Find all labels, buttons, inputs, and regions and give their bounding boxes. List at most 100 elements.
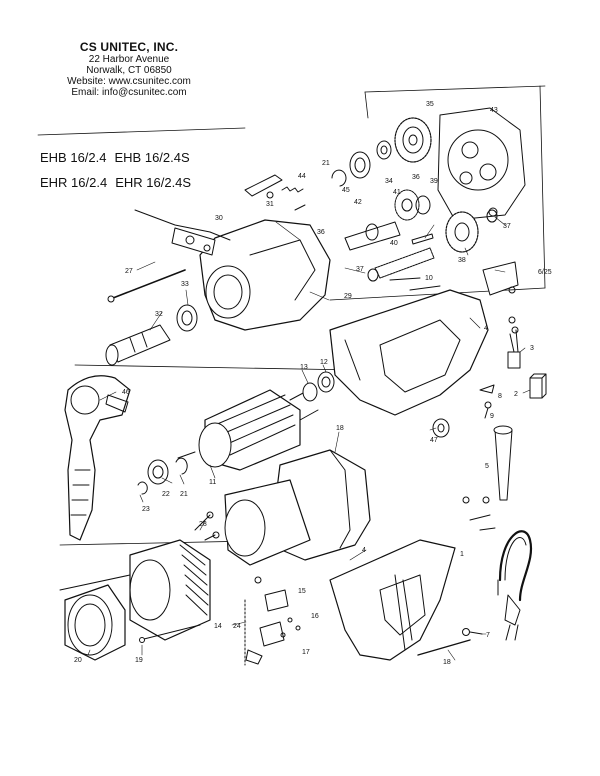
screw-7: [462, 628, 483, 636]
label-8: 8: [498, 393, 502, 400]
power-cord-1: [462, 496, 533, 641]
bearing-33: [176, 304, 198, 332]
label-23: 23: [142, 506, 150, 513]
label-2: 2: [514, 391, 518, 398]
label-31: 31: [266, 201, 274, 208]
label-7: 7: [486, 632, 490, 639]
company-name: CS UNITEC, INC.: [79, 40, 179, 54]
bearing-45: [349, 151, 371, 179]
gear-35: [394, 117, 432, 163]
handle-half-4: [329, 539, 456, 661]
label-28: 28: [199, 521, 207, 528]
label-27: 27: [125, 268, 133, 275]
shaft-39: [374, 247, 435, 279]
knob-47: [432, 418, 450, 438]
label-4-upper: 4: [484, 325, 488, 332]
bearing-12: [317, 371, 335, 393]
main-handle-body: [329, 289, 489, 416]
shaft-42: [344, 221, 401, 251]
label-22: 22: [162, 491, 170, 498]
label-34: 34: [385, 178, 393, 185]
key-40: [411, 233, 434, 245]
gear-36-upper: [376, 140, 392, 160]
spring-44: [281, 186, 306, 211]
washer-23: [137, 481, 148, 495]
part-number-labels: 35 43 21 44 34 36 39 41 45 31 42 30 36 4…: [74, 101, 552, 666]
company-city: Norwalk, CT 06850: [86, 65, 172, 76]
model-ehb-16-24s: EHB 16/2.4S: [114, 150, 190, 165]
label-16: 16: [311, 613, 319, 620]
side-handle-clamp: [134, 209, 231, 256]
label-36-upper: 36: [412, 174, 420, 181]
label-12: 12: [320, 359, 328, 366]
strain-relief-5: [493, 425, 513, 501]
auxiliary-handle: [64, 375, 131, 541]
label-24: 24: [233, 623, 241, 630]
end-cap-20: [64, 584, 126, 661]
label-40: 40: [390, 240, 398, 247]
switch-6-25: [482, 261, 519, 296]
company-website: Website: www.csunitec.com: [67, 76, 191, 87]
switch-assembly: [244, 576, 301, 666]
screw-27: [107, 269, 186, 303]
gear-housing: [199, 219, 331, 331]
label-35: 35: [426, 101, 434, 108]
brush-holder-3: [507, 316, 521, 369]
label-47: 47: [430, 437, 438, 444]
model-ehb-16-24: EHB 16/2.4: [40, 150, 107, 165]
label-39-top: 39: [430, 178, 438, 185]
spindle-32: [105, 324, 171, 366]
label-32: 32: [155, 311, 163, 318]
company-address-block: CS UNITEC, INC. 22 Harbor Avenue Norwalk…: [64, 40, 194, 98]
company-street: 22 Harbor Avenue: [88, 54, 170, 65]
gear-38: [445, 211, 479, 253]
label-36-mid: 36: [317, 229, 325, 236]
label-18-upper: 18: [336, 425, 344, 432]
screw-18-lower: [417, 639, 471, 656]
label-17: 17: [302, 649, 310, 656]
label-43: 43: [490, 107, 498, 114]
gear-36-mid: [415, 195, 431, 215]
leader-lines: [87, 216, 531, 661]
label-19: 19: [135, 657, 143, 664]
washer-37: [367, 209, 498, 282]
label-6-25: 6/25: [538, 269, 552, 276]
stator-28: [129, 511, 220, 641]
label-38: 38: [458, 257, 466, 264]
screw-8-9: [479, 384, 495, 419]
label-5: 5: [485, 463, 489, 470]
label-37-right: 37: [503, 223, 511, 230]
label-10: 10: [425, 275, 433, 282]
bearing-13: [302, 382, 318, 402]
label-21-lower: 21: [180, 491, 188, 498]
label-46: 46: [122, 389, 130, 396]
label-15: 15: [298, 588, 306, 595]
label-45: 45: [342, 187, 350, 194]
gear-housing-cover: [437, 107, 526, 221]
circlip-21-upper: [331, 169, 347, 187]
label-44: 44: [298, 173, 306, 180]
armature-11: [177, 389, 319, 471]
bearing-22: [147, 459, 169, 485]
screw-19: [59, 574, 201, 643]
label-11: 11: [209, 479, 216, 486]
label-3: 3: [530, 345, 534, 352]
label-21-upper: 21: [322, 160, 330, 167]
company-email: Email: info@csunitec.com: [71, 87, 187, 98]
label-18-lower: 18: [443, 659, 451, 666]
label-30: 30: [215, 215, 223, 222]
label-20: 20: [74, 657, 82, 664]
model-ehr-16-24: EHR 16/2.4: [40, 175, 108, 190]
label-14: 14: [214, 623, 222, 630]
lever-31: [244, 174, 283, 199]
label-42: 42: [354, 199, 362, 206]
field-housing: [224, 479, 311, 566]
label-4-lower: 4: [362, 547, 366, 554]
label-29: 29: [344, 293, 352, 300]
label-41: 41: [393, 189, 401, 196]
label-1: 1: [460, 551, 464, 558]
label-9: 9: [490, 413, 494, 420]
